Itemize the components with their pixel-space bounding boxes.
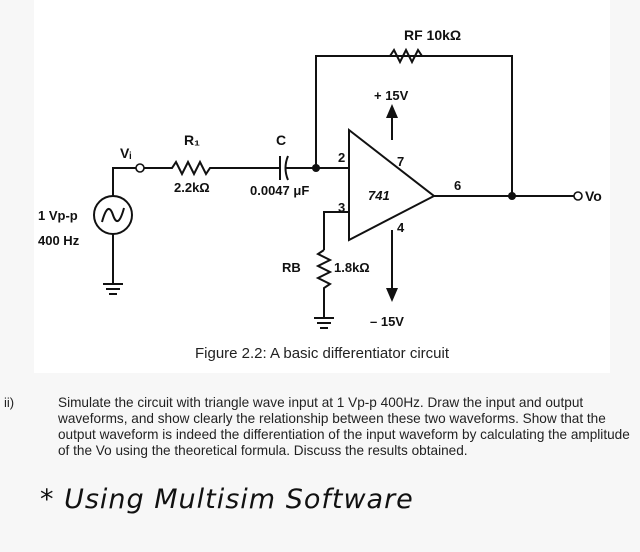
r1-label: R₁ xyxy=(184,132,200,148)
rf-label: RF 10kΩ xyxy=(404,27,461,43)
source-top-wire xyxy=(112,167,138,196)
r1-resistor xyxy=(142,159,270,177)
vminus-arrow xyxy=(386,288,398,302)
rb-resistor xyxy=(315,249,333,310)
differentiator-schematic: RF 10kΩ R₁ 2.2kΩ C 0.0047 μF RB 1.8kΩ + … xyxy=(38,27,602,329)
vplus-label: + 15V xyxy=(374,88,409,103)
pin-7: 7 xyxy=(397,154,404,169)
c-label: C xyxy=(276,132,286,148)
source-frequency: 400 Hz xyxy=(38,233,80,248)
capacitor-plate-right xyxy=(284,155,289,181)
output-junction-node xyxy=(508,192,516,200)
handwritten-note: * Using Multisim Software xyxy=(40,484,414,515)
figure-caption: Figure 2.2: A basic differentiator circu… xyxy=(194,345,450,362)
pin-2: 2 xyxy=(338,150,345,165)
r1-value: 2.2kΩ xyxy=(174,180,210,195)
question-number: ii) xyxy=(4,395,15,410)
circuit-figure: RF 10kΩ R₁ 2.2kΩ C 0.0047 μF RB 1.8kΩ + … xyxy=(34,0,610,373)
pin-6: 6 xyxy=(454,178,461,193)
question-text: Simulate the circuit with triangle wave … xyxy=(58,395,630,458)
vo-terminal xyxy=(573,191,583,201)
vminus-label: – 15V xyxy=(370,314,404,329)
rb-ground xyxy=(314,310,334,329)
opamp-label: 741 xyxy=(368,188,390,203)
source-ground xyxy=(103,270,123,295)
junction-node xyxy=(312,164,320,172)
feedback-wire xyxy=(315,55,513,196)
c-value: 0.0047 μF xyxy=(250,183,309,198)
rb-value: 1.8kΩ xyxy=(334,260,370,275)
vi-terminal xyxy=(135,163,145,173)
vplus-arrow xyxy=(386,104,398,118)
pin-3: 3 xyxy=(338,200,345,215)
vi-label: Vᵢ xyxy=(120,145,131,161)
vo-label: Vo xyxy=(585,188,602,204)
rb-label: RB xyxy=(282,260,301,275)
sine-icon xyxy=(101,207,125,223)
source-amplitude: 1 Vp-p xyxy=(38,208,78,223)
pin-4: 4 xyxy=(397,220,405,235)
opamp-741 xyxy=(348,127,436,242)
rf-resistor xyxy=(389,47,423,65)
